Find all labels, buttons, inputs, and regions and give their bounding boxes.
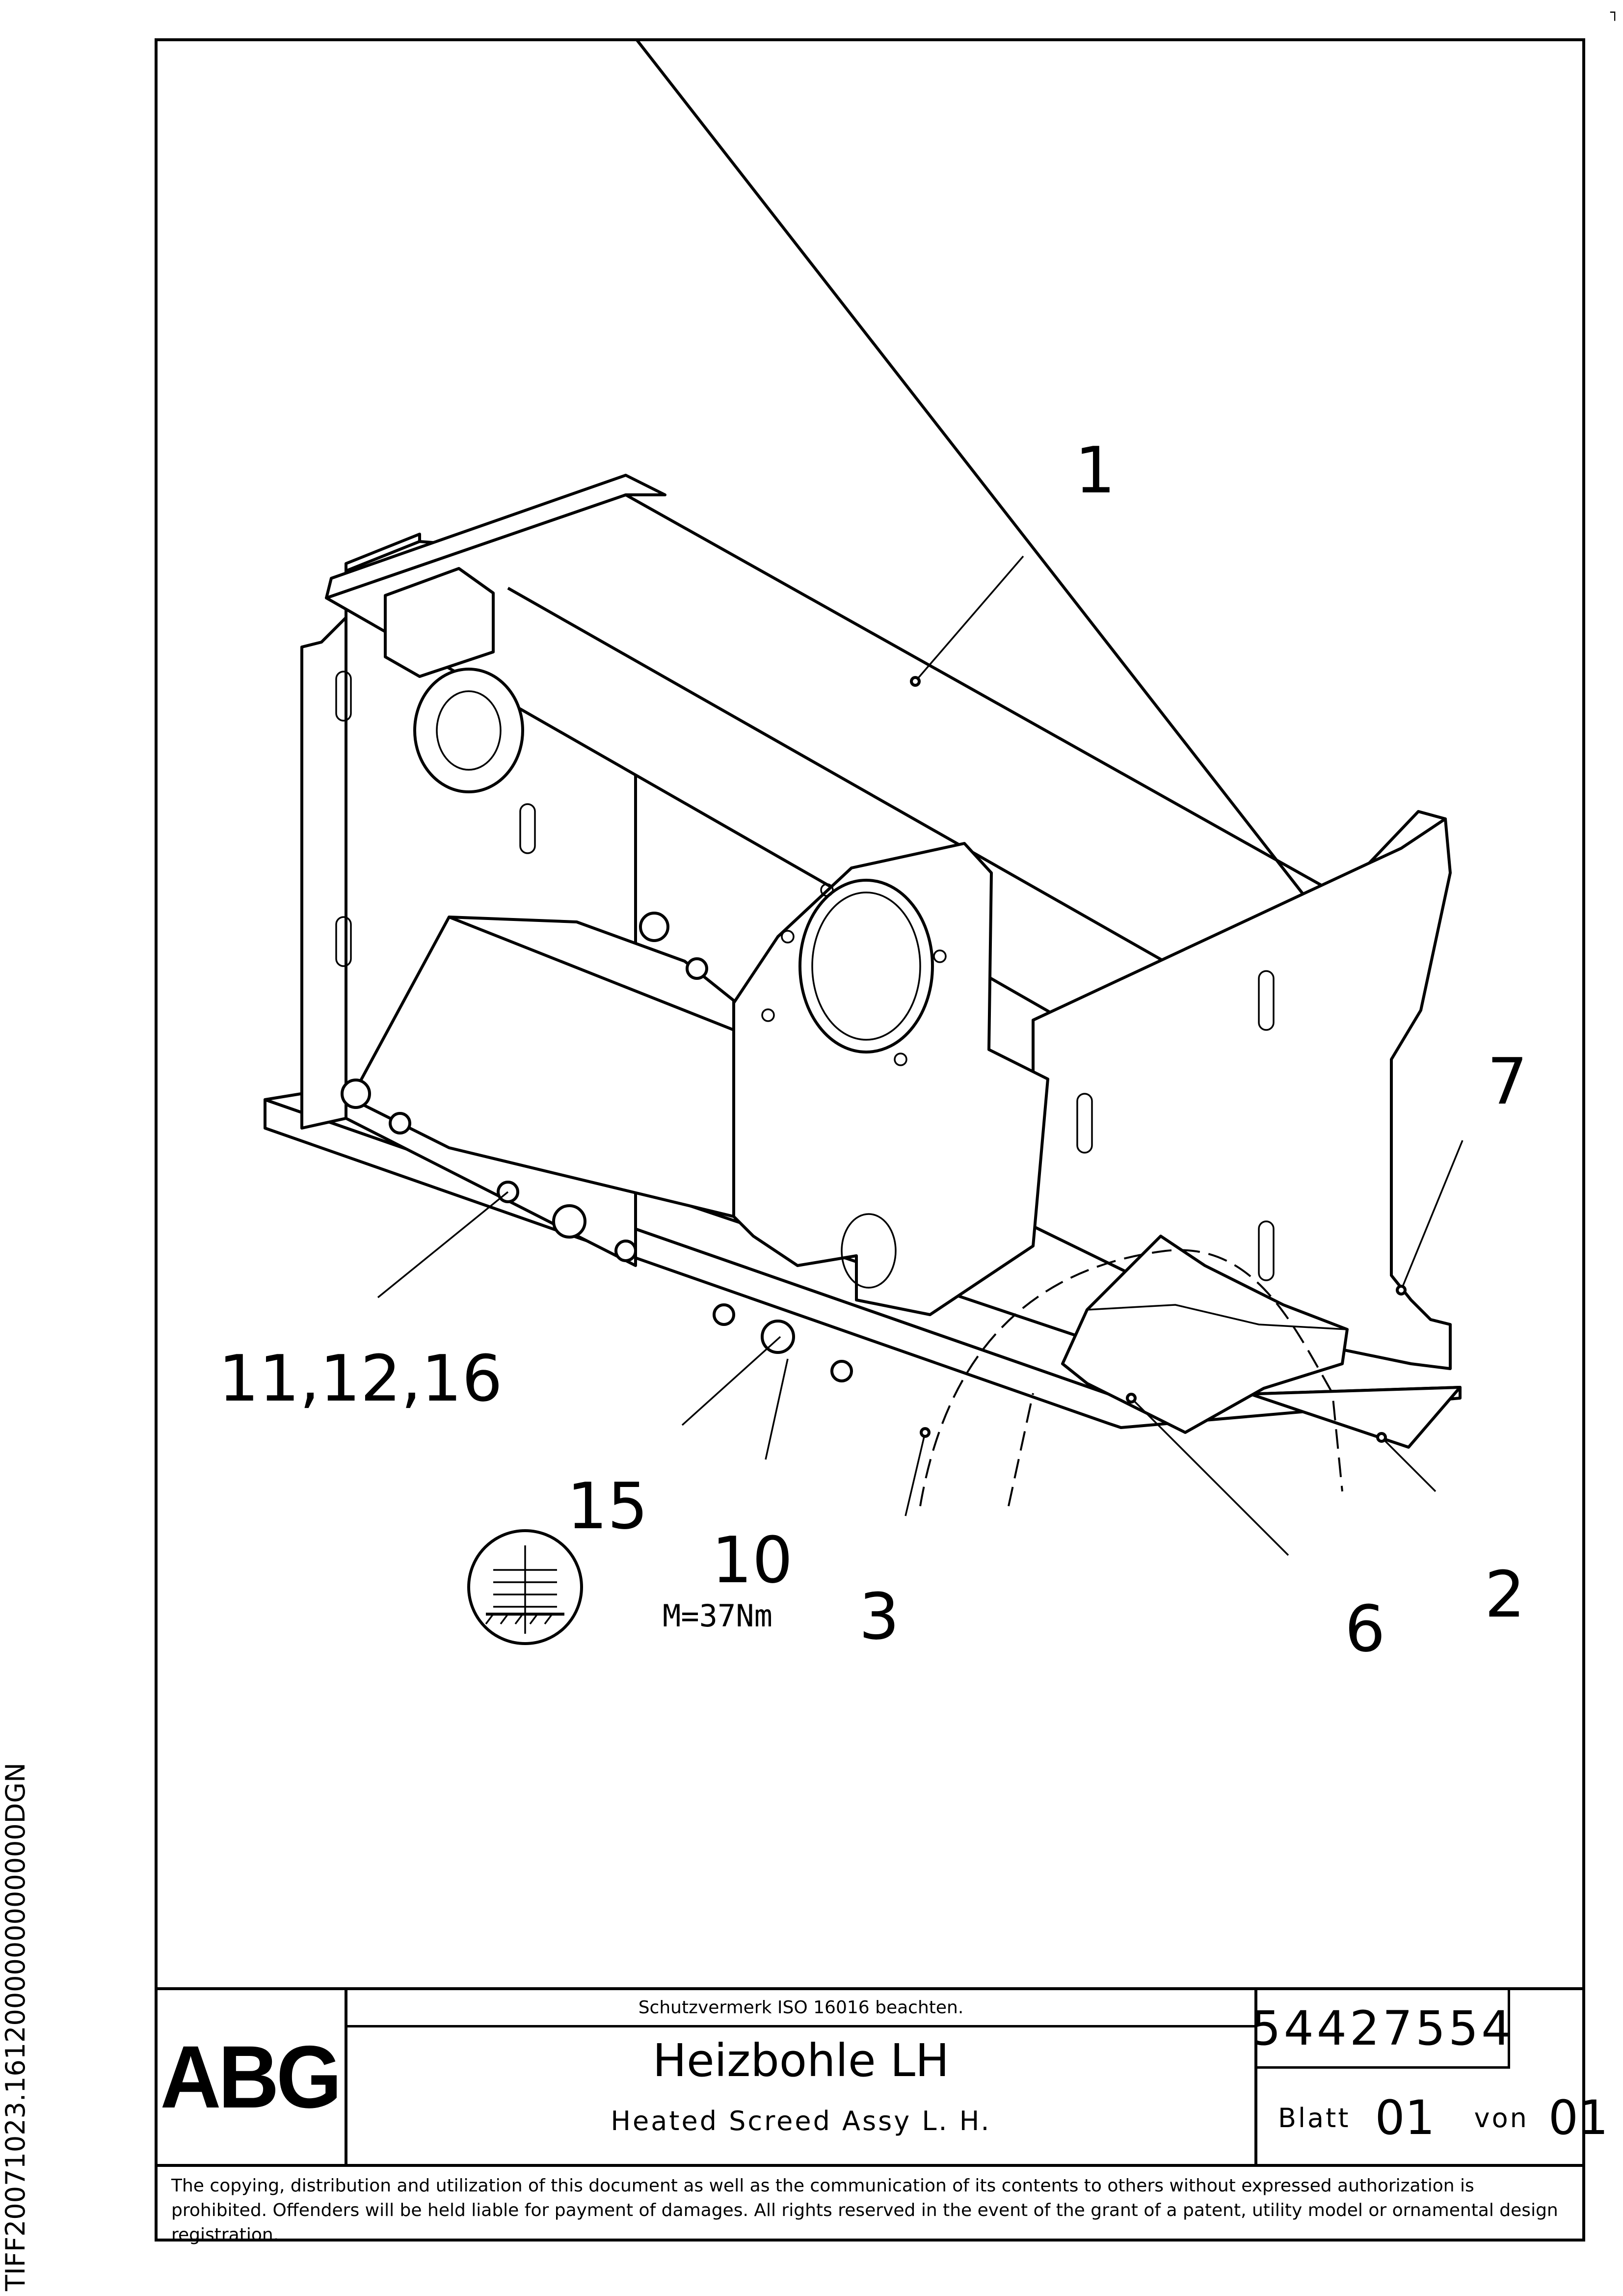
callout-15: 15: [567, 1469, 648, 1543]
leader-lines: [377, 555, 1463, 1556]
drawing-title: Heizbohle LH: [652, 2034, 950, 2087]
sheet-value: 01: [1375, 2090, 1435, 2145]
sheet-info: Blatt 01 von 01: [1257, 2069, 1608, 2167]
sheet-label: Blatt: [1278, 2102, 1351, 2134]
callout-2: 2: [1485, 1557, 1525, 1632]
torque-note: M=37Nm: [663, 1598, 772, 1634]
legal-notice: The copying, distribution and utilizatio…: [155, 2164, 1585, 2245]
drawing-subtitle: Heated Screed Assy L. H.: [611, 2106, 991, 2136]
callout-6: 6: [1345, 1592, 1385, 1666]
title-block: ABG Schutzvermerk ISO 16016 beachten. He…: [155, 1987, 1608, 2167]
exploded-assembly-drawing: 1 7 11,12,16 15 10 M=37Nm 3 6 2: [218, 38, 1528, 1666]
part-number: 54427554: [1251, 1990, 1511, 2069]
callout-3: 3: [859, 1579, 900, 1654]
left-boss: [384, 567, 524, 793]
corner-tick: ┐: [1610, 4, 1619, 21]
screed-body: [349, 916, 735, 1218]
center-flange: [718, 842, 1049, 1316]
callout-10: 10: [712, 1523, 793, 1597]
dashed-outline-2: [1008, 1393, 1034, 1507]
washer-stack-icon: [467, 1529, 583, 1645]
callout-7: 7: [1487, 1044, 1528, 1119]
callout-11-12-16: 11,12,16: [218, 1341, 503, 1416]
protection-notice: Schutzvermerk ISO 16016 beachten.: [347, 1990, 1254, 2027]
slots: [335, 671, 1275, 1281]
part-number-suffix-cell: [1510, 1990, 1585, 2069]
abg-logo: ABG: [160, 2027, 342, 2127]
drawing-frame: [155, 38, 1585, 2242]
part-cell: 54427554 Blatt 01 von 01: [1251, 1987, 1608, 2167]
cover-plate: [1061, 1235, 1349, 1434]
of-value: 01: [1548, 2090, 1609, 2145]
title-cell: Schutzvermerk ISO 16016 beachten. Heizbo…: [347, 1987, 1254, 2164]
file-code: TIFF20071023.1612000000000000DGN: [0, 1762, 31, 2291]
logo-cell: ABG: [155, 1987, 347, 2164]
bolts-row: [341, 912, 853, 1382]
callout-1: 1: [1075, 433, 1116, 508]
of-label: von: [1474, 2102, 1529, 2134]
